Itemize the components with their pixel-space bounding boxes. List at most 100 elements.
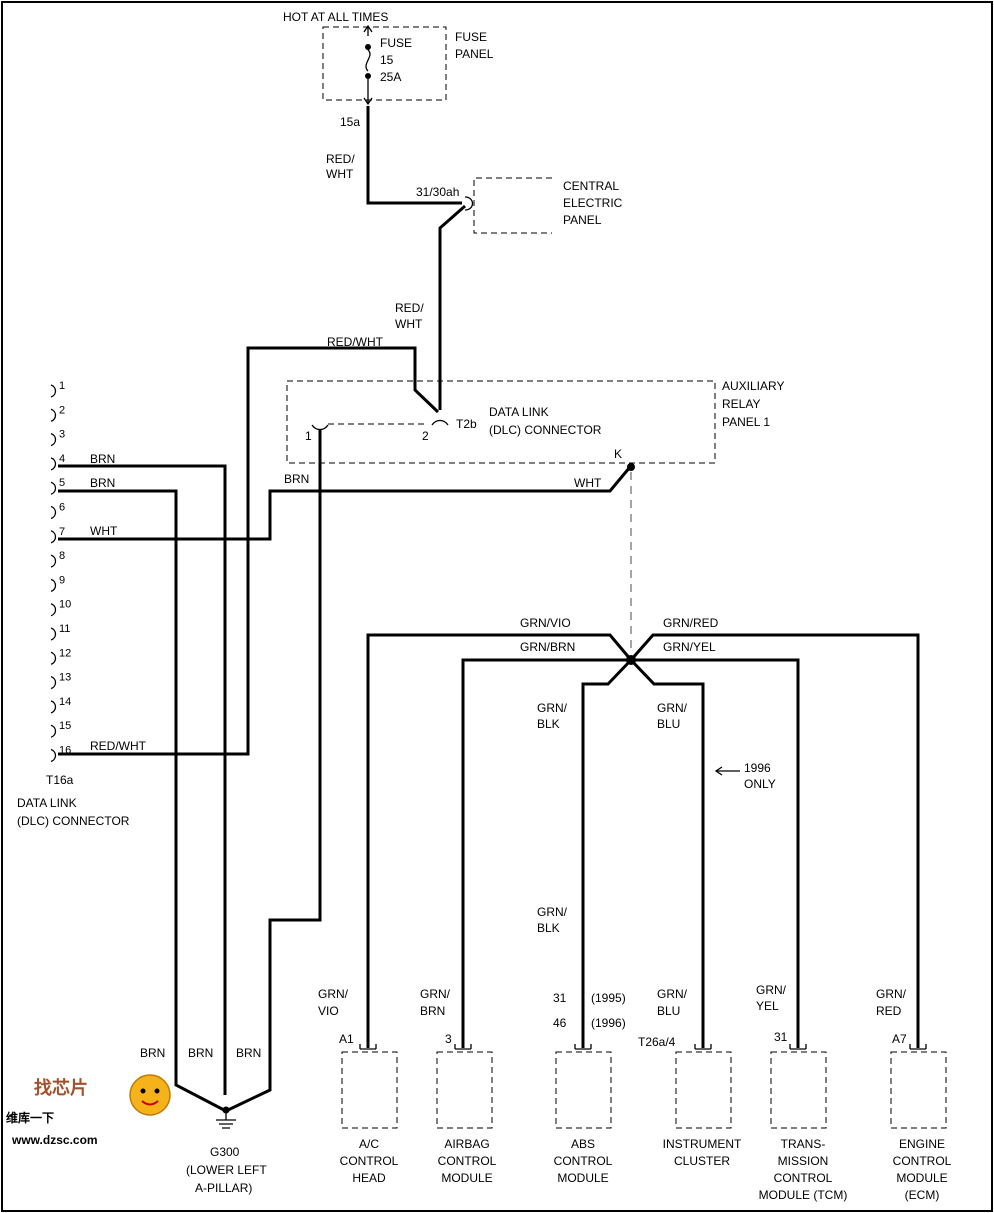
splice-network: GRN/VIO GRN/BRN GRN/RED GRN/YEL GRN/ BLK… bbox=[366, 616, 920, 1048]
module-pin-label: T26a/4 bbox=[638, 1035, 676, 1049]
wire-grn-yel bbox=[631, 658, 800, 1048]
t16-pin-terminal bbox=[50, 675, 57, 690]
t16-pin-terminal bbox=[50, 457, 57, 471]
fuse-panel-label-1: FUSE bbox=[455, 30, 487, 44]
module-name-4: MODULE (TCM) bbox=[759, 1188, 848, 1202]
auxiliary-relay-panel: AUXILIARY RELAY PANEL 1 T2b DATA LINK (D… bbox=[286, 379, 784, 471]
module-wire-line2: VIO bbox=[318, 1004, 339, 1018]
grn-blk-a-line2: BLK bbox=[537, 717, 560, 731]
dlc-pin-1-terminal bbox=[311, 424, 329, 431]
pin-2-label: 2 bbox=[422, 429, 429, 443]
t16-label: T16a bbox=[46, 773, 74, 787]
module-name-2: CONTROL bbox=[893, 1154, 952, 1168]
ground-name: G300 bbox=[210, 1145, 240, 1159]
module-name-2: CONTROL bbox=[340, 1154, 399, 1168]
t16-pin-terminal bbox=[50, 724, 57, 738]
pin-15a-label: 15a bbox=[340, 115, 360, 129]
t16-pin-number: 15 bbox=[59, 720, 71, 732]
ground-brn-1: BRN bbox=[140, 1046, 165, 1060]
t16-pin-number: 1 bbox=[59, 380, 65, 392]
pin-1-label: 1 bbox=[305, 429, 312, 443]
t16-pin-number: 8 bbox=[59, 550, 65, 562]
ground-location-2: A-PILLAR) bbox=[195, 1181, 252, 1195]
module-name-1: TRANS- bbox=[781, 1137, 826, 1151]
t16-name-1: DATA LINK bbox=[17, 796, 77, 810]
wire-brn-pin5-to-ground bbox=[58, 489, 225, 1112]
t16-pin-number: 11 bbox=[59, 623, 70, 635]
module-instrument-cluster: GRN/ BLU T26a/4 INSTRUMENT CLUSTER bbox=[638, 987, 742, 1168]
grn-blk-b-line1: GRN/ bbox=[537, 905, 568, 919]
module-pin-label: 31 bbox=[774, 1030, 788, 1044]
mascot-eye-icon bbox=[154, 1088, 160, 1094]
module-terminal bbox=[909, 1044, 927, 1050]
module-wire-line1: GRN/ bbox=[657, 987, 688, 1001]
fuse-number: 15 bbox=[380, 53, 394, 67]
wht-right-label: WHT bbox=[574, 476, 602, 490]
module-name-1: ENGINE bbox=[899, 1137, 945, 1151]
module-wire-line1: GRN/ bbox=[420, 987, 451, 1001]
wire-grn-brn bbox=[461, 658, 631, 1048]
pin-k-label: K bbox=[614, 447, 622, 461]
t16-pin-terminal bbox=[50, 578, 57, 593]
t16-pin-terminal bbox=[50, 530, 57, 544]
wire-brn-dlc-pin1-to-ground bbox=[227, 430, 322, 1112]
module-box bbox=[675, 1051, 732, 1129]
module-wire-line1: GRN/ bbox=[318, 987, 349, 1001]
module-pin-a-note: (1995) bbox=[591, 991, 626, 1005]
module-terminal bbox=[694, 1044, 712, 1050]
module-box bbox=[555, 1051, 612, 1129]
t16-pin-number: 3 bbox=[59, 429, 65, 441]
central-panel-label-2: ELECTRIC bbox=[563, 196, 623, 210]
module-name-3: HEAD bbox=[352, 1171, 386, 1185]
t16-pin-number: 5 bbox=[59, 477, 65, 489]
module-name-2: CONTROL bbox=[438, 1154, 497, 1168]
module-terminal bbox=[454, 1044, 472, 1050]
grn-red-label: GRN/RED bbox=[663, 616, 719, 630]
t16-pin-terminal bbox=[50, 554, 57, 568]
wire-red-wht-central-to-dlc bbox=[438, 204, 466, 410]
module-box bbox=[770, 1051, 827, 1129]
module-wire-line1: GRN/ bbox=[756, 983, 787, 997]
module-box bbox=[436, 1051, 493, 1129]
aux-relay-label-3: PANEL 1 bbox=[722, 415, 770, 429]
module-airbag-control: GRN/ BRN 3 AIRBAG CONTROL MODULE bbox=[420, 987, 497, 1185]
t16-pin-terminal bbox=[50, 700, 57, 714]
aux-relay-label-2: RELAY bbox=[722, 397, 760, 411]
t2b-label: T2b bbox=[456, 417, 477, 431]
note-only: ONLY bbox=[744, 777, 776, 791]
module-terminal bbox=[574, 1044, 592, 1050]
aux-relay-label-1: AUXILIARY bbox=[722, 379, 784, 393]
module-name-1: AIRBAG bbox=[444, 1137, 489, 1151]
wire-brn-pin4-to-ground bbox=[58, 464, 227, 1095]
mascot-eye-icon bbox=[140, 1088, 146, 1094]
ground-node bbox=[222, 1106, 230, 1114]
module-name-4: (ECM) bbox=[905, 1188, 940, 1202]
module-pin-b-note: (1996) bbox=[591, 1016, 626, 1030]
module-pin-label: 3 bbox=[445, 1032, 452, 1046]
module-abs-control: 31 (1995) 46 (1996) ABS CONTROL MODULE bbox=[553, 991, 626, 1185]
t16-pin-terminal bbox=[50, 651, 57, 665]
fuse-panel-label-2: PANEL bbox=[455, 47, 494, 61]
fuse-bottom-terminal bbox=[363, 79, 373, 106]
central-panel-label-3: PANEL bbox=[563, 213, 602, 227]
fuse-contact-bottom bbox=[365, 73, 371, 79]
t16-pin-number: 2 bbox=[59, 404, 65, 416]
aux-relay-panel-box bbox=[286, 380, 716, 464]
wire-red-wht-1-line1: RED/ bbox=[326, 152, 355, 166]
module-wire-line2: YEL bbox=[756, 999, 779, 1013]
t16-pin-terminal bbox=[50, 481, 57, 495]
module-terminal bbox=[359, 1044, 377, 1050]
fuse-element-icon bbox=[365, 49, 371, 72]
t16-pin-terminal bbox=[50, 505, 57, 520]
brn-top-label: BRN bbox=[284, 472, 309, 486]
central-panel-terminal bbox=[464, 196, 474, 211]
grn-blk-a-line1: GRN/ bbox=[537, 701, 568, 715]
watermark-cn-top: 找芯片 bbox=[34, 1077, 88, 1098]
wire-red-wht-top-label: RED/WHT bbox=[327, 335, 384, 349]
ground-brn-2: BRN bbox=[188, 1046, 213, 1060]
fuse-label: FUSE bbox=[380, 36, 412, 50]
fuse-contact-top bbox=[365, 44, 371, 50]
